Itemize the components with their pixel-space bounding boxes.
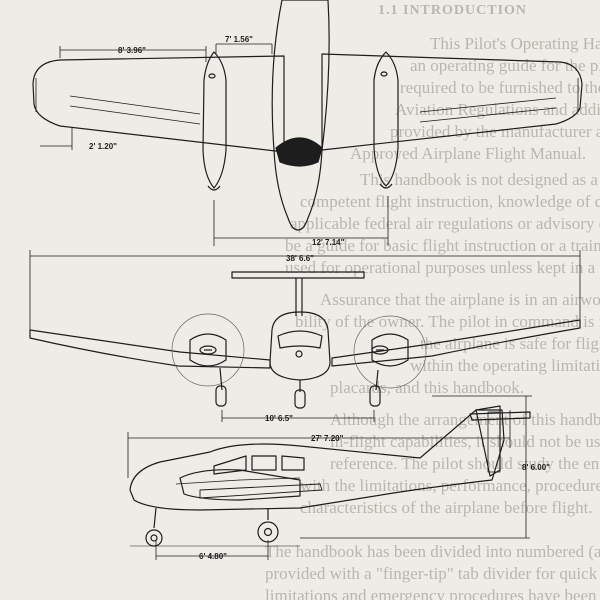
nose-gear-front bbox=[294, 380, 306, 409]
left-main-gear-front bbox=[215, 367, 227, 407]
right-wing bbox=[321, 53, 583, 151]
nacelle-side bbox=[179, 469, 301, 501]
section-heading: 1.1 INTRODUCTION bbox=[378, 3, 528, 18]
fuselage-front bbox=[269, 311, 331, 381]
right-main-gear-front bbox=[369, 369, 381, 407]
stabilator-span-label: 12' 7.14" bbox=[312, 238, 345, 247]
left-wing-front bbox=[29, 329, 271, 369]
right-nacelle-top bbox=[373, 51, 399, 187]
text-line: characteristics of the airplane before f… bbox=[300, 498, 593, 517]
fuselage-side bbox=[129, 409, 505, 511]
side-view bbox=[127, 395, 532, 560]
text-line: Approved Airplane Flight Manual. bbox=[350, 144, 587, 163]
left-nacelle-top bbox=[202, 51, 227, 189]
text-line: placards, and this handbook. bbox=[330, 378, 525, 397]
horizontal-stabilator-front bbox=[231, 271, 365, 279]
nose-front bbox=[295, 350, 303, 358]
main-gear-track-dimension bbox=[221, 410, 375, 422]
fuselage-stripe bbox=[175, 477, 301, 485]
length-dimension bbox=[127, 410, 511, 478]
rudder-side bbox=[487, 411, 501, 473]
text-line: within the operating limitations as outl… bbox=[410, 356, 600, 375]
main-gear-side bbox=[257, 508, 279, 543]
text-line: This handbook is not designed as a subst… bbox=[360, 170, 600, 189]
length-label: 27' 7.20" bbox=[311, 434, 344, 443]
wingspan-dimension bbox=[29, 250, 581, 330]
left-aileron bbox=[69, 95, 201, 125]
fuselage-top bbox=[271, 0, 330, 231]
height-label: 8' 6.00" bbox=[522, 463, 550, 472]
main-gear-track-label: 10' 6.5" bbox=[265, 414, 293, 423]
text-line: applicable federal air regulations or ad… bbox=[290, 214, 600, 233]
text-line: required to be furnished to the pilot by… bbox=[400, 78, 600, 97]
right-aileron bbox=[419, 97, 557, 123]
stabilator-side bbox=[469, 411, 531, 421]
text-line: This Pilot's Operating Handbook is desig… bbox=[430, 34, 600, 53]
left-nacelle-detail bbox=[208, 73, 216, 79]
text-line: reference. The pilot should study the en… bbox=[330, 454, 600, 473]
front-view bbox=[29, 250, 581, 422]
text-line: The handbook has been divided into numbe… bbox=[265, 542, 600, 561]
right-nacelle-detail bbox=[380, 71, 388, 77]
top-view-dimensions bbox=[40, 43, 389, 246]
windshield bbox=[275, 137, 323, 167]
height-dimension bbox=[300, 395, 532, 539]
wing-tip-span-label: 8' 3.96" bbox=[118, 46, 146, 55]
wing-side bbox=[199, 483, 323, 499]
text-line: Assurance that the airplane is in an air… bbox=[320, 290, 600, 309]
left-propeller-disc bbox=[171, 313, 245, 387]
vertical-fin-front bbox=[295, 278, 303, 316]
text-line: Aviation Regulations and additional info… bbox=[395, 100, 600, 119]
wheelbase-dimension bbox=[155, 540, 269, 560]
right-propeller-disc bbox=[353, 315, 427, 389]
nose-gear-side bbox=[145, 507, 163, 547]
cabin-windows bbox=[213, 455, 305, 475]
text-line: provided with a "finger-tip" tab divider… bbox=[265, 564, 600, 583]
top-view bbox=[32, 0, 583, 231]
text-line: an operating guide for the pilot. It inc… bbox=[410, 56, 600, 75]
text-line: in-flight capabilities, it should not be… bbox=[330, 432, 600, 451]
windshield-front bbox=[277, 330, 323, 349]
left-spinner-top bbox=[207, 185, 221, 191]
text-line: competent flight instruction, knowledge … bbox=[300, 192, 600, 211]
right-wing-front bbox=[331, 319, 581, 367]
text-line: limitations and emergency procedures hav… bbox=[265, 586, 600, 600]
nacelle-spacing-label: 7' 1.56" bbox=[225, 35, 253, 44]
right-spinner-top bbox=[379, 183, 393, 189]
tip-chord-label: 2' 1.20" bbox=[89, 142, 117, 151]
canopy-line bbox=[285, 137, 313, 143]
wingspan-label: 38' 6.6" bbox=[286, 254, 314, 263]
text-line: bility of the owner. The pilot in comman… bbox=[295, 312, 600, 331]
text-line: be a guide for basic flight instruction … bbox=[285, 236, 600, 255]
wheelbase-label: 6' 4.80" bbox=[199, 552, 227, 561]
left-wing bbox=[32, 55, 285, 153]
